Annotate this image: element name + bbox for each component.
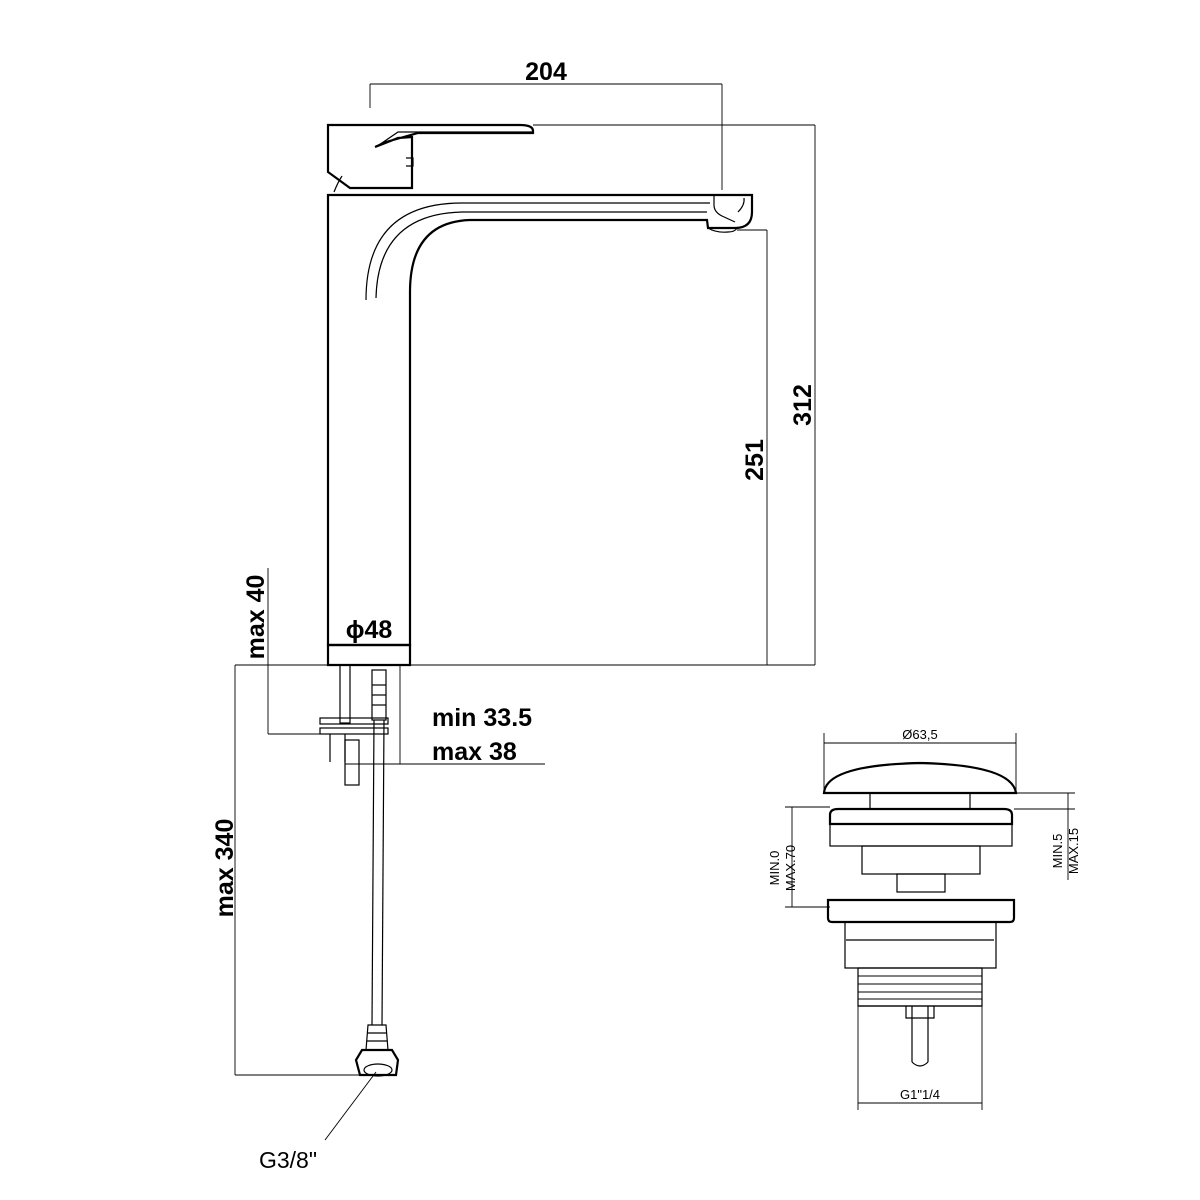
dim-max-thickness-label: max 38 — [432, 738, 517, 766]
dim-thread-label: G1"1/4 — [900, 1087, 940, 1102]
dim-cap-diameter-label: Ø63,5 — [902, 727, 937, 742]
dim-base-diameter-label: ϕ48 — [346, 616, 393, 644]
faucet-fittings — [319, 664, 400, 1077]
waste-body — [826, 807, 1016, 1067]
dim-left-max-label: MAX.70 — [783, 845, 798, 891]
waste-drawing: Ø63,5 MIN.0 MAX.70 MIN.5 MAX.15 G1"1/4 — [767, 727, 1081, 1110]
dim-spout-height-label: 251 — [741, 439, 769, 481]
dim-left-min-label: MIN.0 — [767, 851, 782, 886]
dim-right-min-label: MIN.5 — [1050, 834, 1065, 869]
dim-hose-length-label: max 340 — [211, 819, 239, 918]
waste-cap — [822, 761, 1018, 810]
faucet-dimension-lines — [234, 83, 816, 1141]
dim-width-label: 204 — [525, 58, 567, 86]
thread-size-label: G3/8" — [259, 1147, 317, 1173]
dim-max-deck-label: max 40 — [242, 575, 270, 660]
dim-right-max-label: MAX.15 — [1066, 828, 1081, 874]
faucet-body — [326, 193, 754, 667]
dim-total-height-label: 312 — [789, 384, 817, 426]
faucet-drawing: 204 312 251 ϕ48 max 40 min 33.5 max 38 m… — [211, 58, 817, 1173]
dim-min-thickness-label: min 33.5 — [432, 704, 532, 732]
waste-dimension-lines — [785, 733, 1075, 1110]
faucet-handle — [326, 123, 535, 193]
